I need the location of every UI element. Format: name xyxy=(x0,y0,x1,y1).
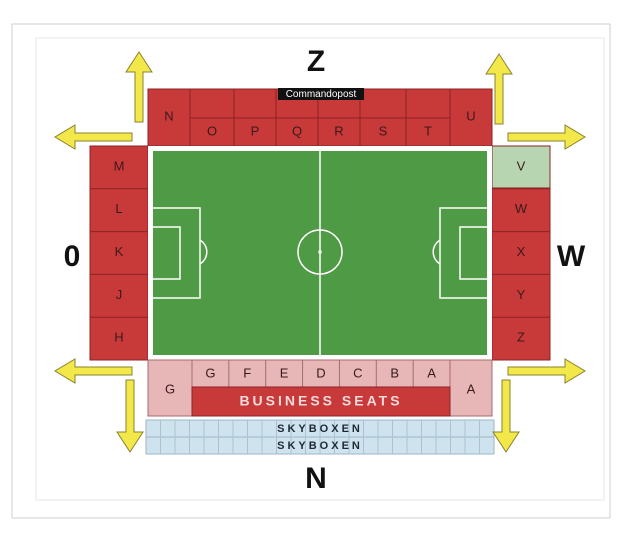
pitch xyxy=(148,146,492,360)
section-left-k[interactable]: K xyxy=(115,244,124,259)
section-top-corner-right[interactable]: U xyxy=(466,108,475,123)
section-bottom-d[interactable]: D xyxy=(316,365,325,380)
section-left-j[interactable]: J xyxy=(116,287,123,302)
section-bottom-c[interactable]: C xyxy=(353,365,362,380)
section-v-highlight xyxy=(491,145,551,189)
section-top-o[interactable]: O xyxy=(207,123,217,138)
section-bottom-corner-right[interactable]: A xyxy=(467,381,476,396)
arrow-up-right-icon xyxy=(485,53,513,125)
section-top-t[interactable]: T xyxy=(424,123,432,138)
commandopost-banner xyxy=(278,88,364,100)
section-right-y[interactable]: Y xyxy=(517,287,526,302)
skyboxes: SKYBOXEN SKYBOXEN xyxy=(145,419,495,455)
skybox-label-upper: SKYBOXEN xyxy=(277,423,363,435)
commandopost-label: Commandopost xyxy=(286,89,357,100)
section-right-v[interactable]: V xyxy=(517,158,526,173)
exit-arrows xyxy=(54,51,586,453)
business-seats-block[interactable] xyxy=(191,386,451,417)
right-stand: V W X Y Z xyxy=(491,145,551,361)
business-seats-label: BUSINESS SEATS xyxy=(239,393,402,409)
arrow-left-bottom-icon xyxy=(54,358,133,384)
arrow-right-bottom-icon xyxy=(507,358,586,384)
section-bottom-a[interactable]: A xyxy=(427,365,436,380)
arrow-up-left-icon xyxy=(125,51,153,123)
compass-south: N xyxy=(305,462,327,495)
left-stand: M L K J H xyxy=(89,145,149,361)
top-stand: Commandopost N U O P Q R S T xyxy=(147,88,493,147)
section-top-s[interactable]: S xyxy=(379,123,388,138)
compass-east: W xyxy=(557,240,586,273)
arrow-down-right-icon xyxy=(492,379,520,453)
section-left-m[interactable]: M xyxy=(114,158,125,173)
section-top-q[interactable]: Q xyxy=(292,123,302,138)
section-bottom-corner-left[interactable]: G xyxy=(165,381,175,396)
section-right-w[interactable]: W xyxy=(515,201,528,216)
section-left-h[interactable]: H xyxy=(114,330,123,345)
section-right-x[interactable]: X xyxy=(517,244,526,259)
section-bottom-e[interactable]: E xyxy=(280,365,289,380)
compass-west: 0 xyxy=(64,240,81,273)
section-bottom-g[interactable]: G xyxy=(205,365,215,380)
section-right-z[interactable]: Z xyxy=(517,330,525,345)
section-top-r[interactable]: R xyxy=(334,123,343,138)
arrow-left-top-icon xyxy=(54,124,133,150)
bottom-stand: G A G F E D C B A BUSINESS SEATS xyxy=(147,359,493,417)
section-top-p[interactable]: P xyxy=(251,123,260,138)
section-bottom-f[interactable]: F xyxy=(243,365,251,380)
arrow-down-left-icon xyxy=(116,379,144,453)
compass-north: Z xyxy=(307,45,325,78)
section-left-l[interactable]: L xyxy=(115,201,122,216)
arrow-right-top-icon xyxy=(507,124,586,150)
section-bottom-b[interactable]: B xyxy=(390,365,399,380)
skybox-label-lower: SKYBOXEN xyxy=(277,440,363,452)
section-top-corner-left[interactable]: N xyxy=(164,108,173,123)
